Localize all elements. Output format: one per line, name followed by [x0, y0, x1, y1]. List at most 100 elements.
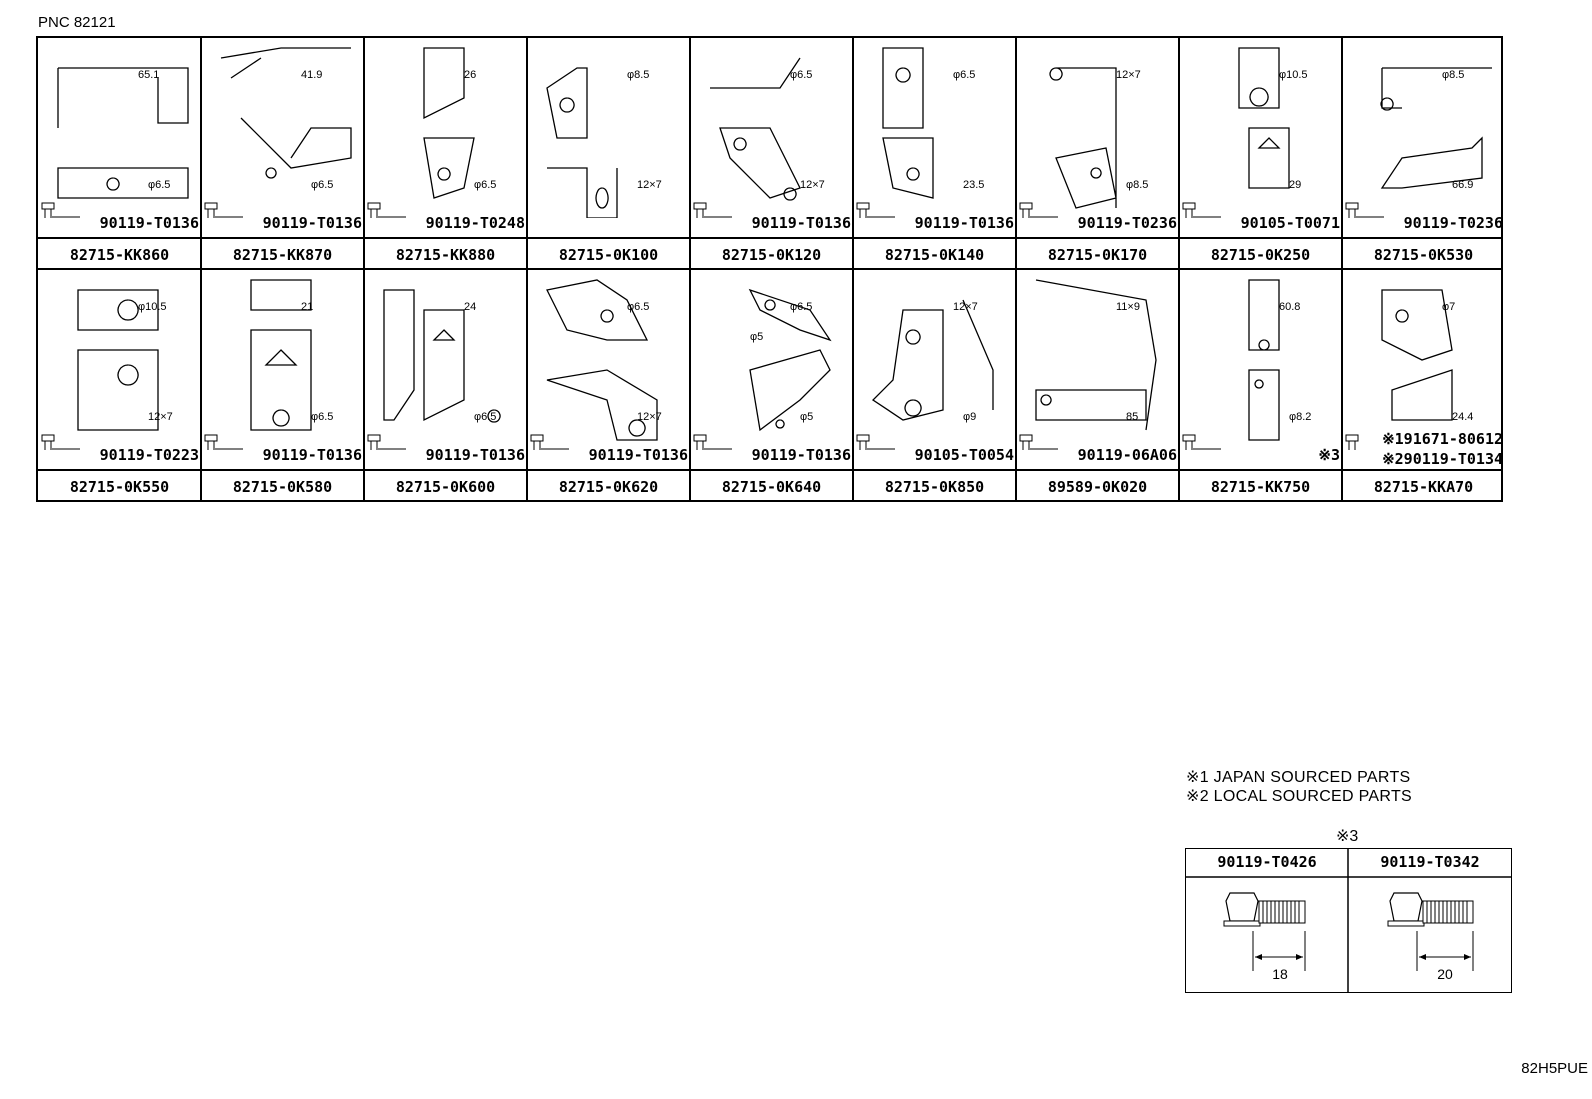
bracket-drawing: 65.1 φ6.5: [41, 67, 189, 218]
bracket-part-number: 82715-0K250: [1210, 246, 1311, 264]
bolt-length-1: 18: [1272, 966, 1288, 982]
bracket-part-number: 82715-KK870: [232, 246, 333, 264]
bracket-part-number: 82715-0K550: [69, 478, 170, 496]
bolt-ref-drawings: 18 20: [1186, 849, 1511, 992]
bolt-length-2: 20: [1437, 966, 1453, 982]
bracket-drawing: φ8.5 66.9: [1345, 67, 1492, 218]
bracket-part-number: 89589-0K020: [1047, 478, 1148, 496]
grid-divider: [38, 237, 1501, 239]
bolt-icon: [1182, 202, 1221, 218]
dimension-label: 65.1: [138, 69, 159, 81]
dimension-label: φ6.5: [627, 301, 649, 313]
bracket-part-number: 82715-0K620: [558, 478, 659, 496]
bracket-drawing: φ6.5 φ5 φ5: [693, 288, 832, 450]
dimension-label: 23.5: [963, 179, 984, 191]
bracket-part-number: 82715-KKA70: [1373, 478, 1474, 496]
dimension-label: φ9: [963, 411, 976, 423]
bracket-part-number: 82715-0K100: [558, 246, 659, 264]
bolt-part-number-local: ※290119-T0134: [1382, 450, 1503, 468]
bracket-part-number: 82715-0K530: [1373, 246, 1474, 264]
bolt-icon: [856, 202, 895, 218]
bracket-part-number: 82715-KK860: [69, 246, 170, 264]
dimension-label: φ5: [800, 411, 813, 423]
pnc-label: PNC 82121: [38, 14, 116, 31]
dimension-label: 12×7: [1116, 69, 1141, 81]
dimension-label: φ5: [750, 331, 763, 343]
part-cell: φ6.5 φ5 φ5 90119-T0136 82715-0K640: [690, 270, 853, 502]
bolt-ref-code-2: 90119-T0342: [1380, 853, 1480, 871]
bolt-part-number: 90119-T0136: [99, 214, 199, 232]
bolt-icon: [1387, 892, 1474, 971]
bracket-part-number: 82715-0K580: [232, 478, 333, 496]
bracket-drawing: 41.9φ6.5: [204, 47, 352, 218]
dimension-label: φ8.5: [1442, 69, 1464, 81]
bolt-part-number: 90119-T0136: [914, 214, 1014, 232]
bolt-ref-marker: ※3: [1336, 828, 1359, 845]
bracket-drawing: 60.8φ8.2: [1182, 279, 1311, 450]
dimension-label: 66.9: [1452, 179, 1473, 191]
dimension-label: φ6.5: [474, 179, 496, 191]
dimension-label: 29: [1289, 179, 1301, 191]
part-cell: φ8.5 66.9 90119-T0236 82715-0K530: [1342, 38, 1505, 270]
bracket-part-number: 82715-0K140: [884, 246, 985, 264]
bracket-part-number: 82715-KK880: [395, 246, 496, 264]
bolt-part-number: 90119-T0236: [1077, 214, 1177, 232]
dimension-label: φ8.5: [627, 69, 649, 81]
source-notes: ※1 JAPAN SOURCED PARTS ※2 LOCAL SOURCED …: [1186, 768, 1412, 806]
bracket-drawing: φ6.512×7: [693, 57, 825, 218]
bolt-icon: [41, 202, 80, 218]
bolt-part-number: 90119-T0223: [99, 446, 199, 464]
dimension-label: 12×7: [637, 179, 662, 191]
bracket-part-number: 82715-0K120: [721, 246, 822, 264]
bolt-icon: [530, 434, 569, 450]
bolt-part-number: 90119-T0136: [262, 446, 362, 464]
dimension-label: φ6.5: [790, 301, 812, 313]
bolt-icon: [1223, 892, 1306, 971]
bolt-part-number: 90105-T0071: [1240, 214, 1340, 232]
bolt-part-number: 90119-T0248: [425, 214, 525, 232]
bolt-icon: [367, 202, 406, 218]
dimension-label: 60.8: [1279, 301, 1300, 313]
dimension-label: φ6.5: [474, 411, 496, 423]
diagram-code: 82H5PUE: [1521, 1060, 1588, 1077]
grid-divider: [38, 268, 1501, 270]
bolt-icon: [367, 434, 406, 450]
bolt-part-number: 90119-T0136: [425, 446, 525, 464]
bolt-icon: [41, 434, 80, 450]
bolt-icon: [1019, 202, 1058, 218]
bolt-icon: [856, 434, 895, 450]
dimension-label: φ10.5: [1279, 69, 1308, 81]
dimension-label: φ6.5: [148, 179, 170, 191]
bolt-part-number: 90119-T0136: [262, 214, 362, 232]
bolt-icon: [1182, 434, 1221, 450]
bracket-part-number: 82715-0K640: [721, 478, 822, 496]
bolt-part-number: 90119-T0236: [1403, 214, 1503, 232]
dimension-label: 11×9: [1116, 301, 1140, 313]
dimension-label: φ6.5: [311, 411, 333, 423]
bolt-part-number: 90119-T0136: [751, 214, 851, 232]
bracket-part-number: 82715-KK750: [1210, 478, 1311, 496]
bolt-icon: [204, 202, 243, 218]
bracket-drawing: 11×985: [1019, 279, 1157, 450]
bracket-part-number: 82715-0K600: [395, 478, 496, 496]
dimension-label: φ6.5: [953, 69, 975, 81]
part-cell: φ8.5 12×7 82715-0K100: [527, 38, 690, 270]
bolt-icon: [1019, 434, 1058, 450]
bolt-part-number: 90119-T0136: [751, 446, 851, 464]
bracket-part-number: 82715-0K850: [884, 478, 985, 496]
grid-divider: [38, 469, 1501, 471]
bolt-icon: [693, 202, 732, 218]
bracket-drawing: φ6.5 23.5: [856, 47, 984, 218]
part-cell: φ10.5 29 90105-T0071 82715-0K250: [1179, 38, 1342, 270]
bracket-drawing: φ8.5 12×7: [546, 67, 662, 218]
